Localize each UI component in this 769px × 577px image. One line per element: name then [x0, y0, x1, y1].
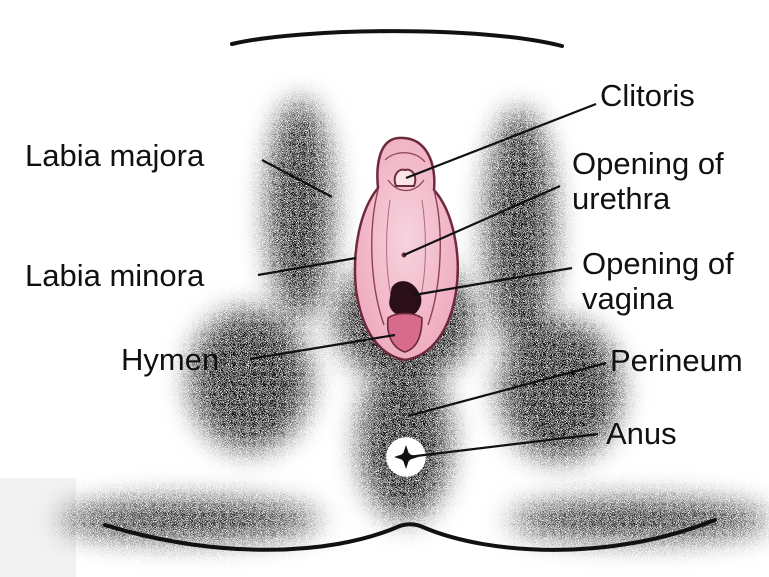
label-labia-majora: Labia majora	[25, 140, 204, 172]
label-urethra-line2: urethra	[572, 183, 670, 215]
clitoris-hood	[395, 170, 416, 186]
label-urethra-line1: Opening of	[572, 148, 724, 180]
top-body-contour	[232, 31, 562, 46]
label-clitoris: Clitoris	[600, 80, 695, 112]
label-perineum: Perineum	[610, 345, 743, 377]
labia-tissue	[355, 138, 458, 360]
label-anus: Anus	[606, 418, 677, 450]
label-vagina-line2: vagina	[582, 283, 673, 315]
label-hymen: Hymen	[121, 344, 219, 376]
label-vagina-line1: Opening of	[582, 248, 734, 280]
anus-mark	[386, 437, 426, 477]
label-labia-minora: Labia minora	[25, 260, 204, 292]
